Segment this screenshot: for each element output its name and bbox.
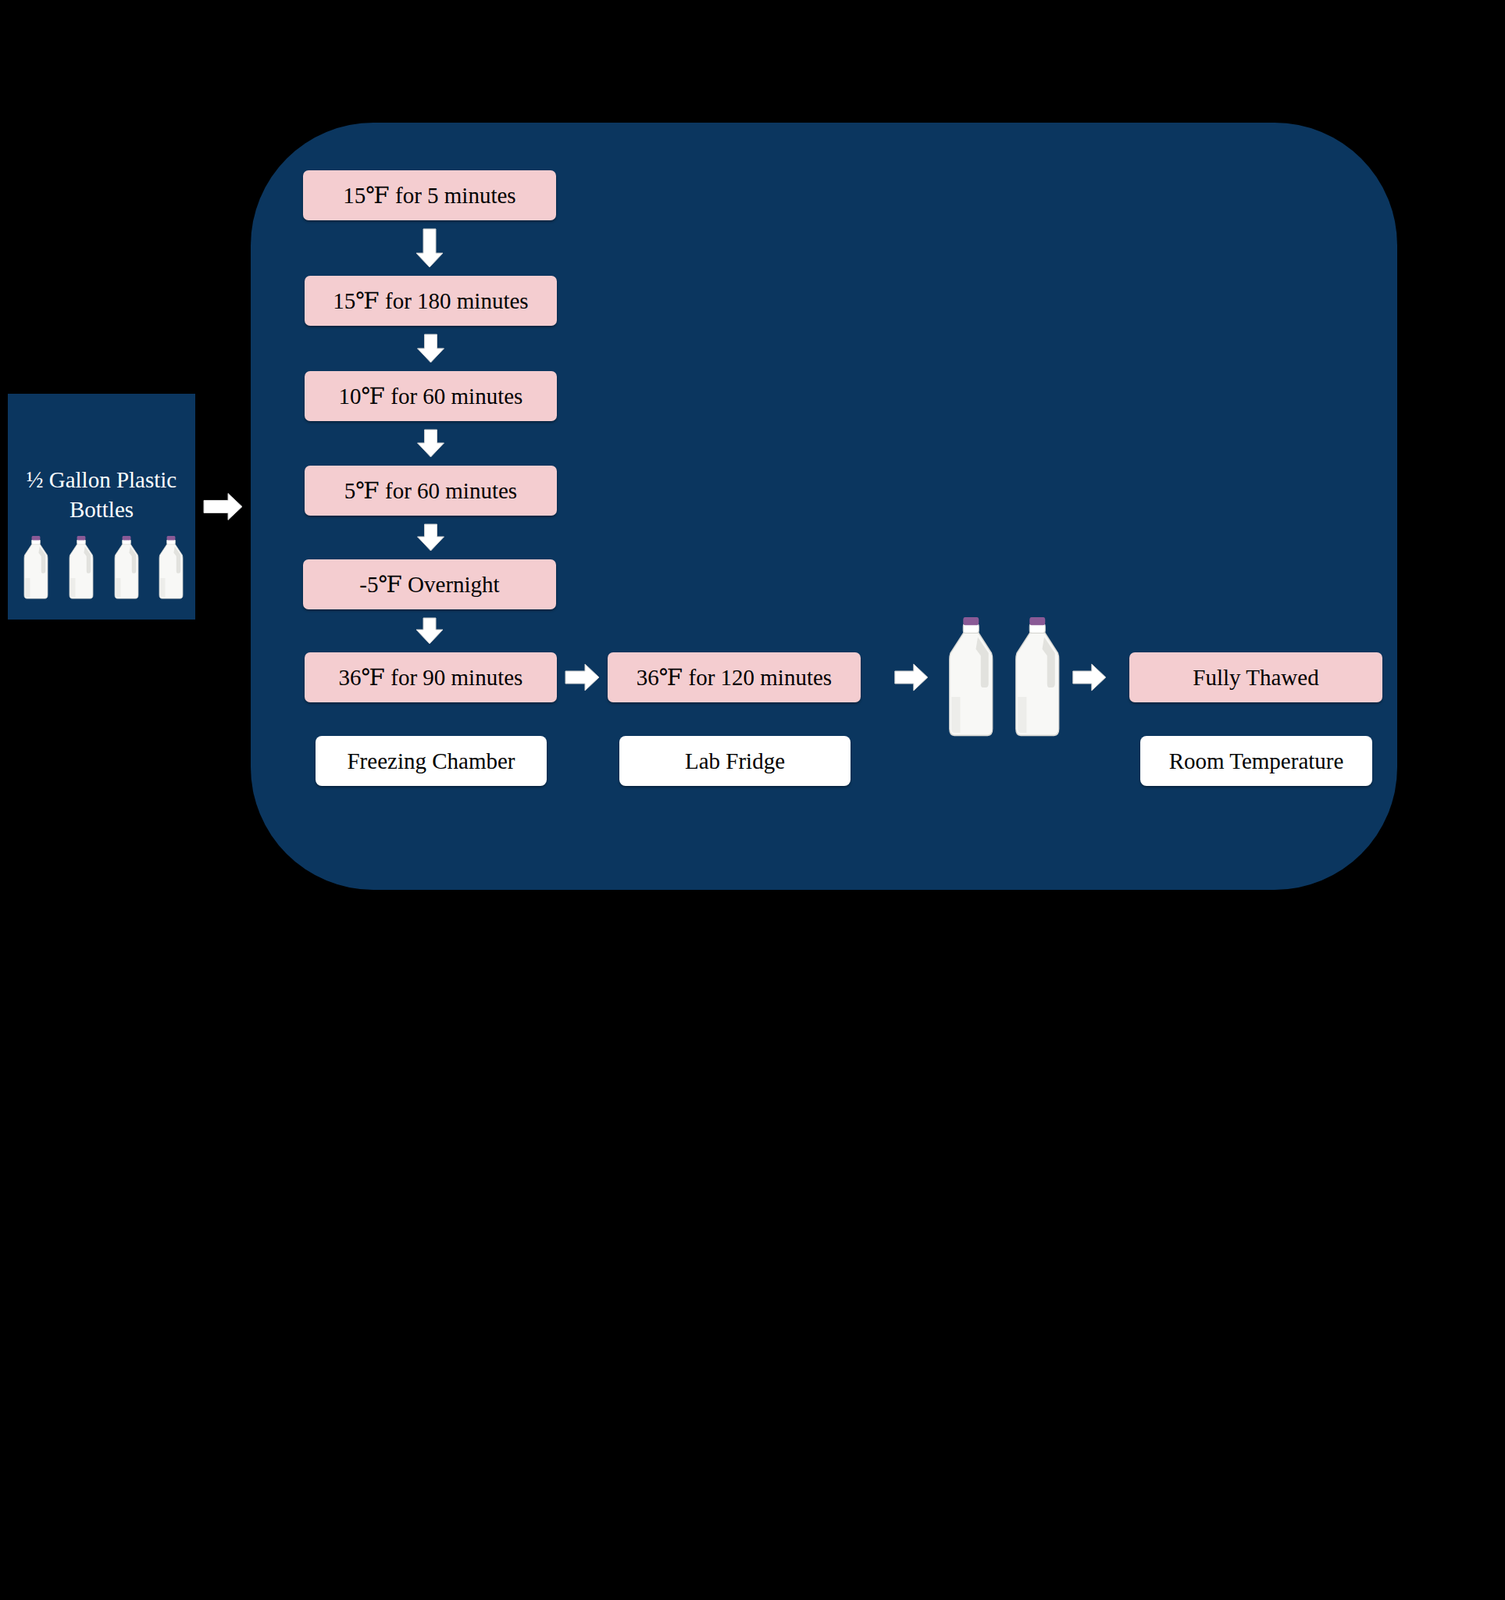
node-label: 36℉ for 90 minutes bbox=[338, 663, 524, 692]
milk-jug bbox=[69, 535, 93, 599]
node-label: 10℉ for 60 minutes bbox=[338, 381, 524, 411]
milk-jug-pair bbox=[949, 616, 1060, 735]
process-box: 36℉ for 90 minutes bbox=[304, 652, 557, 703]
flow-arrow bbox=[417, 524, 445, 551]
flow-arrow bbox=[417, 429, 445, 457]
milk-jug bbox=[949, 616, 993, 735]
block-arrow bbox=[1073, 663, 1106, 691]
process-box: 10℉ for 60 minutes bbox=[304, 370, 557, 421]
flow-arrow bbox=[895, 663, 1106, 691]
node-label: Freezing Chamber bbox=[346, 746, 515, 775]
milk-jug bbox=[1016, 616, 1060, 735]
block-arrow bbox=[417, 334, 445, 363]
location-box: Lab Fridge bbox=[619, 735, 851, 786]
block-arrow bbox=[417, 429, 445, 457]
flow-arrow bbox=[416, 228, 443, 268]
node-label: 5℉ for 60 minutes bbox=[344, 476, 518, 505]
block-arrow bbox=[203, 493, 243, 521]
process-box: 5℉ for 60 minutes bbox=[304, 465, 557, 516]
block-arrow bbox=[895, 663, 928, 691]
process-box: 36℉ for 120 minutes bbox=[607, 652, 861, 703]
milk-jug bbox=[24, 535, 48, 599]
node-label: ½ Gallon Plastic Bottles bbox=[13, 465, 190, 525]
flow-arrow bbox=[417, 334, 445, 363]
node-label: 36℉ for 120 minutes bbox=[636, 663, 832, 692]
block-arrow bbox=[416, 617, 443, 644]
process-box: 15℉ for 5 minutes bbox=[303, 170, 557, 221]
process-panel: 15℉ for 5 minutes 15℉ for 180 minutes 10℉ … bbox=[250, 122, 1398, 890]
block-arrow bbox=[565, 663, 600, 691]
block-arrow bbox=[417, 524, 445, 551]
process-box: 15℉ for 180 minutes bbox=[304, 275, 557, 326]
node-label: Lab Fridge bbox=[684, 746, 785, 775]
location-box: Freezing Chamber bbox=[315, 735, 547, 786]
location-box: Room Temperature bbox=[1140, 735, 1373, 786]
flow-arrow bbox=[416, 617, 443, 644]
milk-jug bbox=[114, 535, 139, 599]
node-label: 15℉ for 180 minutes bbox=[332, 286, 528, 315]
flow-arrow bbox=[565, 663, 600, 691]
node-label: Fully Thawed bbox=[1192, 663, 1319, 692]
process-box: -5℉ Overnight bbox=[303, 559, 557, 610]
process-box: Fully Thawed bbox=[1129, 652, 1383, 703]
milk-jug bbox=[159, 535, 183, 599]
node-label: Room Temperature bbox=[1169, 746, 1345, 775]
flow-arrow bbox=[203, 493, 243, 521]
node-label: 15℉ for 5 minutes bbox=[342, 181, 516, 210]
node-label: -5℉ Overnight bbox=[359, 570, 500, 599]
block-arrow bbox=[416, 228, 443, 268]
